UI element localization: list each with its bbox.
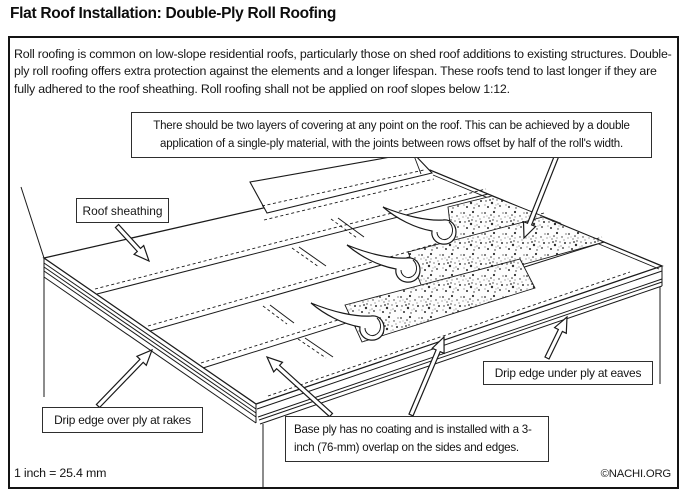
granule-band-2 <box>407 216 606 293</box>
label-drip-edge-eaves: Drip edge under ply at eaves <box>483 361 653 385</box>
arrow-two-layers <box>522 148 562 240</box>
eave-drip-edge <box>256 266 663 425</box>
intro-text: Roll roofing is common on low-slope resi… <box>14 47 672 96</box>
callout-two-layers: There should be two layers of covering a… <box>131 112 652 158</box>
label-base-ply: Base ply has no coating and is installed… <box>285 416 549 462</box>
arrow-roof-sheathing <box>114 223 151 263</box>
arrow-drip-eaves <box>544 315 568 360</box>
granule-band-3 <box>344 258 536 343</box>
arrow-base-ply <box>265 355 334 418</box>
arrow-drip-rakes <box>95 348 154 409</box>
label-roof-sheathing: Roof sheathing <box>76 198 169 223</box>
credit-text: ©NACHI.ORG <box>600 468 672 480</box>
arrow-base-ply-eave <box>408 335 445 417</box>
rake-drip-edge <box>43 258 257 424</box>
wall-lines <box>20 186 661 487</box>
label-drip-edge-rakes: Drip edge over ply at rakes <box>42 407 203 433</box>
page-title: Flat Roof Installation: Double-Ply Roll … <box>10 5 337 22</box>
scale-note: 1 inch = 25.4 mm <box>14 466 107 480</box>
